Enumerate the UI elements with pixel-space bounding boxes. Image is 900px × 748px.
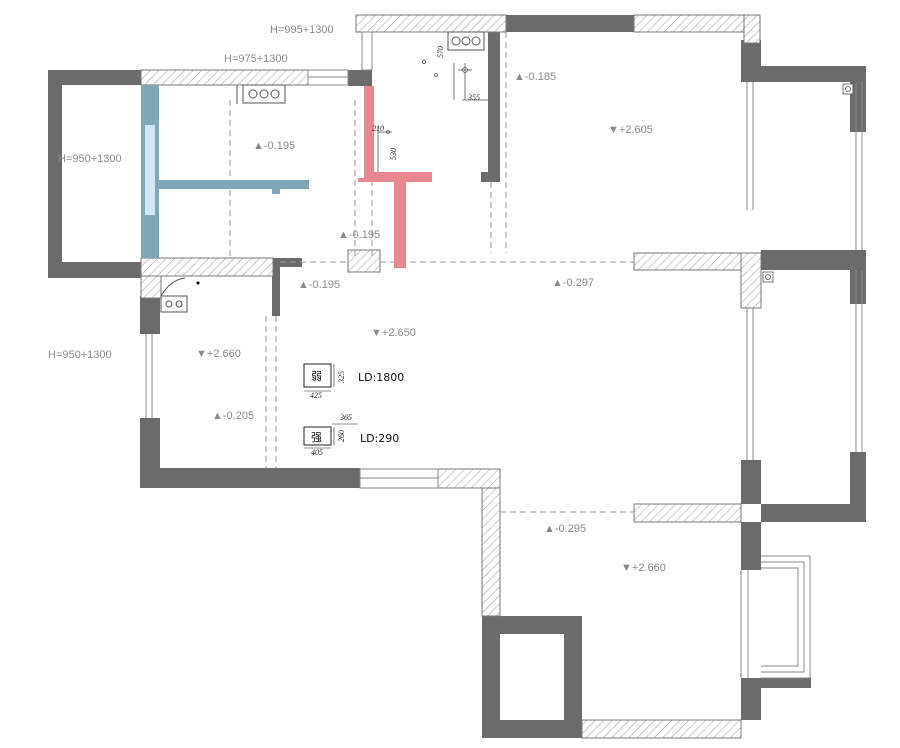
level-hall-b: ▲-0.195	[298, 279, 340, 291]
level-bedroom-top: ▼+2.605	[608, 124, 653, 136]
level-bedroom-bottom-ceiling: ▼+2.660	[621, 562, 666, 574]
dim-355: 355	[467, 93, 480, 102]
level-kitchen: ▲-0.185	[514, 71, 556, 83]
weak-panel-height: 325	[337, 371, 346, 384]
level-markers: ▲-0.185 ▼+2.605 ▲-0.195 ▲-0.195 ▲-0.195 …	[196, 71, 666, 574]
window-height-balcony: H=950+1300	[58, 153, 122, 165]
strong-panel-ld: LD:290	[360, 432, 399, 445]
window-lines	[145, 31, 863, 679]
weak-panel-width: 425	[310, 391, 322, 400]
level-dining: ▲-0.195	[253, 140, 295, 152]
hatched-walls	[140, 14, 762, 739]
strong-current-panel: 强 405 365 260 LD:290	[303, 413, 399, 457]
window-height-room: H=950+1300	[48, 349, 112, 361]
weak-panel-label: 弱	[311, 370, 322, 383]
stove-dining	[236, 84, 286, 104]
window-height-middle: H=975+1300	[224, 53, 288, 65]
strong-panel-label: 强	[311, 431, 322, 444]
kitchen-symbols	[377, 60, 488, 172]
weak-panel-ld: LD:1800	[358, 371, 404, 384]
level-small-room-floor: ▲-0.205	[212, 410, 254, 422]
dimension-labels: 570 355 210 530	[372, 46, 480, 160]
stove-top	[447, 31, 485, 51]
strong-panel-width: 405	[311, 448, 323, 457]
glass-partition	[141, 85, 309, 258]
beam-lines	[229, 32, 634, 513]
new-wall	[358, 86, 432, 268]
strong-panel-height: 260	[337, 430, 346, 442]
strong-panel-offset: 365	[339, 413, 352, 422]
level-living: ▲-0.297	[552, 277, 594, 289]
weak-current-panel: 弱 425 325 LD:1800	[303, 363, 404, 400]
level-hall-a: ▲-0.195	[338, 229, 380, 241]
window-height-top: H=995+1300	[270, 24, 334, 36]
level-small-room-ceiling: ▼+2.660	[196, 348, 241, 360]
structural-walls	[48, 15, 866, 738]
small-markers	[762, 83, 854, 283]
dim-570: 570	[436, 46, 445, 58]
dim-210: 210	[372, 124, 384, 133]
window-height-labels: H=995+1300 H=975+1300 H=950+1300 H=950+1…	[48, 24, 334, 361]
marker-dot	[196, 281, 200, 285]
level-living-ceiling: ▼+2.650	[371, 327, 416, 339]
level-bedroom-bottom: ▲-0.295	[544, 523, 586, 535]
sink-small-room	[160, 277, 188, 313]
dim-530: 530	[389, 148, 398, 160]
